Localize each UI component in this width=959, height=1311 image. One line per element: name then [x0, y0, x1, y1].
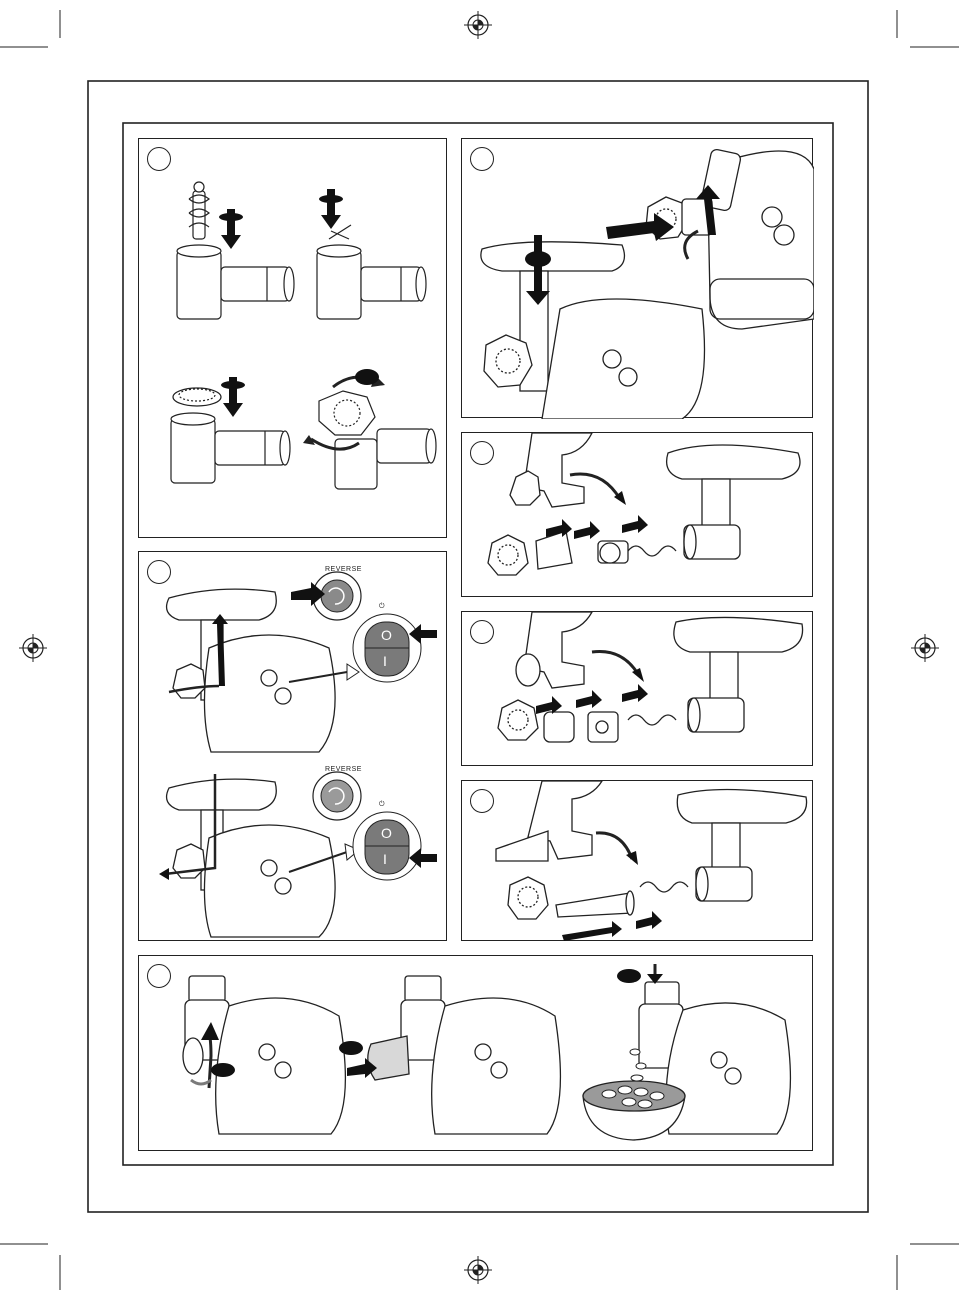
filler-illustration — [462, 781, 814, 942]
on-symbol: I — [383, 851, 387, 867]
assembly-illustration — [139, 139, 448, 539]
panel-assembly — [138, 138, 447, 538]
panel-sausage-filler — [461, 780, 813, 941]
registration-mark-right — [911, 634, 939, 662]
panel-slicer — [138, 955, 813, 1151]
off-symbol: O — [381, 825, 392, 841]
panel-sausage-juicer — [461, 611, 813, 766]
kebbe-illustration — [462, 433, 814, 598]
reverse-label: REVERSE — [325, 766, 362, 773]
power-switch-lower: O I ⏻ — [353, 800, 421, 880]
reverse-label: REVERSE — [325, 566, 362, 573]
panel-fit-to-motor — [461, 138, 813, 418]
power-switch-upper: O I ⏻ — [353, 602, 421, 682]
juicer-illustration — [462, 612, 814, 767]
power-mark: ⏻ — [379, 602, 385, 610]
off-symbol: O — [381, 627, 392, 643]
fit-illustration — [462, 139, 814, 419]
power-mark: ⏻ — [379, 800, 385, 808]
registration-mark-bottom — [464, 1256, 492, 1284]
on-symbol: I — [383, 653, 387, 669]
slicer-illustration — [139, 956, 814, 1152]
panel-operation: REVERSE O I ⏻ REVERSE — [138, 551, 447, 941]
panel-kebbe — [461, 432, 813, 597]
reverse-button-lower: REVERSE — [313, 766, 362, 820]
registration-mark-left — [19, 634, 47, 662]
registration-mark-top — [464, 11, 492, 39]
operation-illustration: REVERSE O I ⏻ REVERSE — [139, 552, 448, 942]
